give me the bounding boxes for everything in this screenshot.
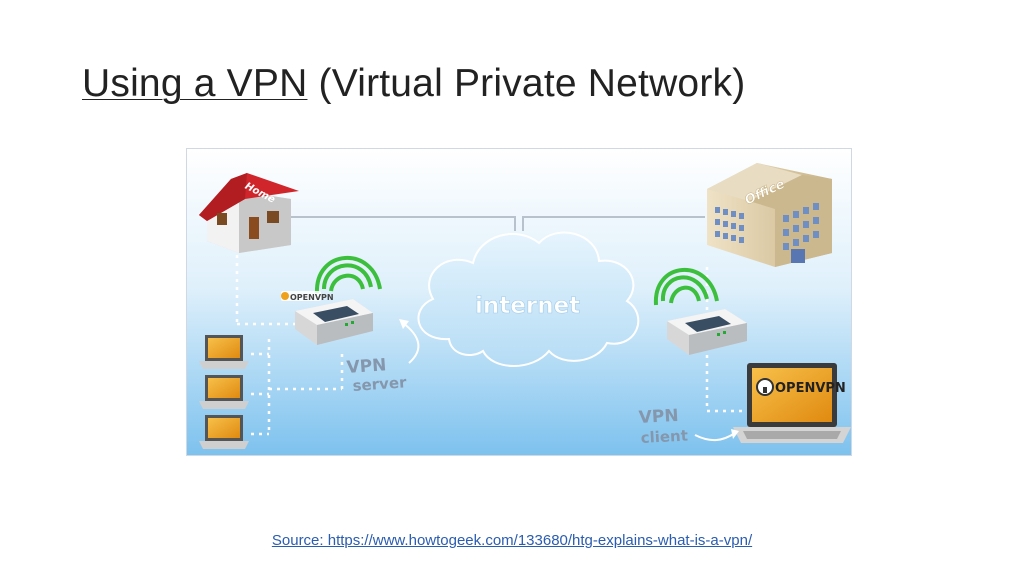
home-building: Home — [199, 173, 299, 253]
lan-laptop-2 — [199, 375, 249, 409]
slide-title: Using a VPN (Virtual Private Network) — [82, 62, 745, 106]
vpn-client-arrow-icon — [694, 432, 736, 441]
internet-cloud: internet — [417, 231, 640, 367]
vpn-client-arrowhead-icon — [731, 429, 739, 439]
internet-label: internet — [475, 293, 580, 319]
vpn-client-router — [653, 267, 747, 355]
vpn-server-router: OPENVPN — [281, 255, 382, 345]
vpn-server-arrowhead-icon — [399, 319, 409, 329]
vpn-client-label-line2: client — [640, 427, 688, 447]
vpn-diagram-svg: Home Office — [187, 149, 851, 455]
vpn-diagram: Home Office — [186, 148, 852, 456]
vpn-server-label-line1: VPN — [346, 355, 387, 378]
openvpn-logo-small: OPENVPN — [290, 293, 334, 302]
vpn-client-laptop: OPENVPN — [733, 363, 851, 443]
source-link[interactable]: Source: https://www.howtogeek.com/133680… — [271, 532, 753, 549]
wifi-signal-icon-right — [653, 267, 719, 306]
vpn-server-label-line2: server — [352, 373, 408, 395]
vpn-server-arrow-icon — [402, 322, 420, 364]
openvpn-logo-laptop: OPENVPN — [775, 381, 846, 396]
slide-title-rest: (Virtual Private Network) — [307, 62, 746, 105]
vpn-client-label-line1: VPN — [638, 406, 679, 428]
connection-lines — [291, 216, 705, 231]
lan-laptop-3 — [199, 415, 249, 449]
wifi-signal-icon — [314, 255, 382, 294]
office-building: Office — [707, 163, 832, 267]
source-caption: Source: https://www.howtogeek.com/133680… — [0, 532, 1024, 549]
slide-title-underlined: Using a VPN — [82, 62, 308, 105]
lan-laptop-1 — [199, 335, 249, 369]
